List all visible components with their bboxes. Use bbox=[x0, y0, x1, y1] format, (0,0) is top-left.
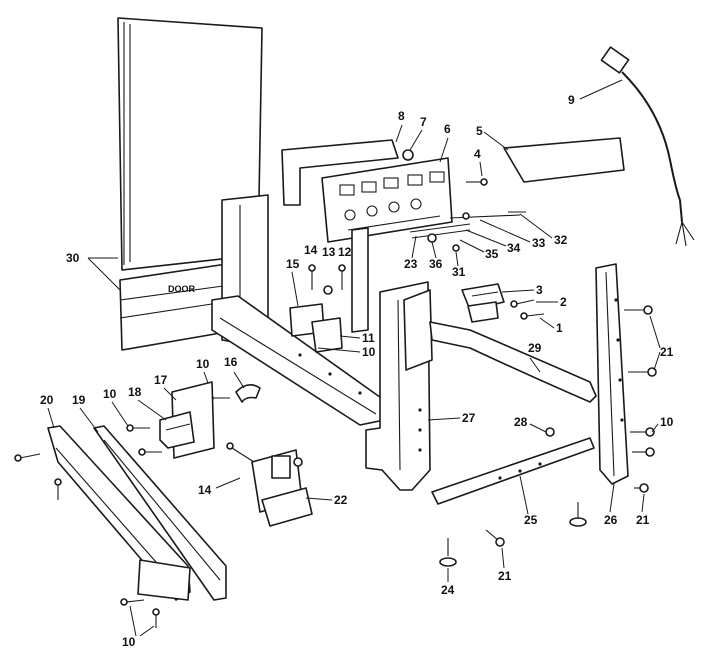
label-10-bottom: 10 bbox=[122, 635, 136, 649]
label-12: 12 bbox=[338, 245, 352, 259]
label-21-right: 21 bbox=[660, 345, 674, 359]
label-18: 18 bbox=[128, 385, 142, 399]
label-20: 20 bbox=[40, 393, 54, 407]
label-6: 6 bbox=[444, 122, 451, 136]
wiring-parts-31-36 bbox=[409, 211, 526, 252]
power-cord-part-9 bbox=[600, 46, 695, 247]
label-28: 28 bbox=[514, 415, 528, 429]
lower-rail-part-25 bbox=[431, 437, 595, 505]
label-8: 8 bbox=[398, 109, 405, 123]
bracket-part-8 bbox=[281, 139, 399, 206]
screw-part-4 bbox=[466, 178, 488, 186]
label-10-left: 10 bbox=[103, 387, 117, 401]
label-10-center: 10 bbox=[362, 345, 376, 359]
label-1: 1 bbox=[556, 321, 563, 335]
label-5: 5 bbox=[476, 124, 483, 138]
screw-21-bottom bbox=[485, 529, 505, 547]
label-10-right: 10 bbox=[660, 415, 674, 429]
leveling-leg-part-24 bbox=[439, 502, 587, 567]
label-36: 36 bbox=[429, 257, 443, 271]
nut-part-7 bbox=[402, 149, 414, 161]
screws-lower-left bbox=[14, 453, 160, 628]
label-13: 13 bbox=[322, 245, 336, 259]
clip-part-16 bbox=[206, 384, 261, 403]
label-25: 25 bbox=[524, 513, 538, 527]
label-3: 3 bbox=[536, 283, 543, 297]
label-2: 2 bbox=[560, 295, 567, 309]
side-plate-part-27 bbox=[365, 281, 433, 491]
label-22: 22 bbox=[334, 493, 348, 507]
label-16: 16 bbox=[224, 355, 238, 369]
label-31: 31 bbox=[452, 265, 466, 279]
label-29: 29 bbox=[528, 341, 542, 355]
label-26: 26 bbox=[604, 513, 618, 527]
bracket-part-15 bbox=[289, 303, 343, 353]
hinge-part-3 bbox=[461, 283, 505, 323]
label-34: 34 bbox=[507, 241, 521, 255]
control-panel-part-6 bbox=[321, 157, 453, 243]
label-7: 7 bbox=[420, 115, 427, 129]
screws-right bbox=[624, 305, 657, 493]
bracket-part-18 bbox=[126, 411, 195, 456]
label-21-bottom: 21 bbox=[498, 569, 512, 583]
label-14-top: 14 bbox=[304, 243, 318, 257]
label-11: 11 bbox=[362, 331, 375, 345]
hinge-assembly-part-22 bbox=[226, 442, 313, 527]
rail-part-29 bbox=[429, 321, 597, 403]
cover-part-5 bbox=[503, 137, 625, 183]
screw-part-2 bbox=[510, 299, 535, 308]
label-30: 30 bbox=[66, 251, 80, 265]
label-14-bottom: 14 bbox=[198, 483, 212, 497]
label-33: 33 bbox=[532, 236, 546, 250]
label-19: 19 bbox=[72, 393, 86, 407]
label-21-bottom-right: 21 bbox=[636, 513, 650, 527]
label-4: 4 bbox=[474, 147, 481, 161]
side-rail-part-26 bbox=[595, 263, 629, 485]
label-27: 27 bbox=[462, 411, 476, 425]
label-15: 15 bbox=[286, 257, 300, 271]
label-10-clip: 10 bbox=[196, 357, 210, 371]
label-32: 32 bbox=[554, 233, 568, 247]
center-post bbox=[351, 227, 369, 333]
label-9: 9 bbox=[568, 93, 575, 107]
kick-panel-part-19 bbox=[93, 425, 227, 601]
door-panel-text: DOOR bbox=[168, 284, 196, 294]
kick-panel-part-20 bbox=[47, 425, 191, 601]
label-23: 23 bbox=[404, 257, 418, 271]
screws-12-14 bbox=[308, 264, 346, 295]
label-35: 35 bbox=[485, 247, 499, 261]
label-24: 24 bbox=[441, 583, 455, 597]
screw-part-1 bbox=[520, 312, 545, 320]
nut-part-28 bbox=[545, 427, 555, 437]
label-17: 17 bbox=[154, 373, 168, 387]
